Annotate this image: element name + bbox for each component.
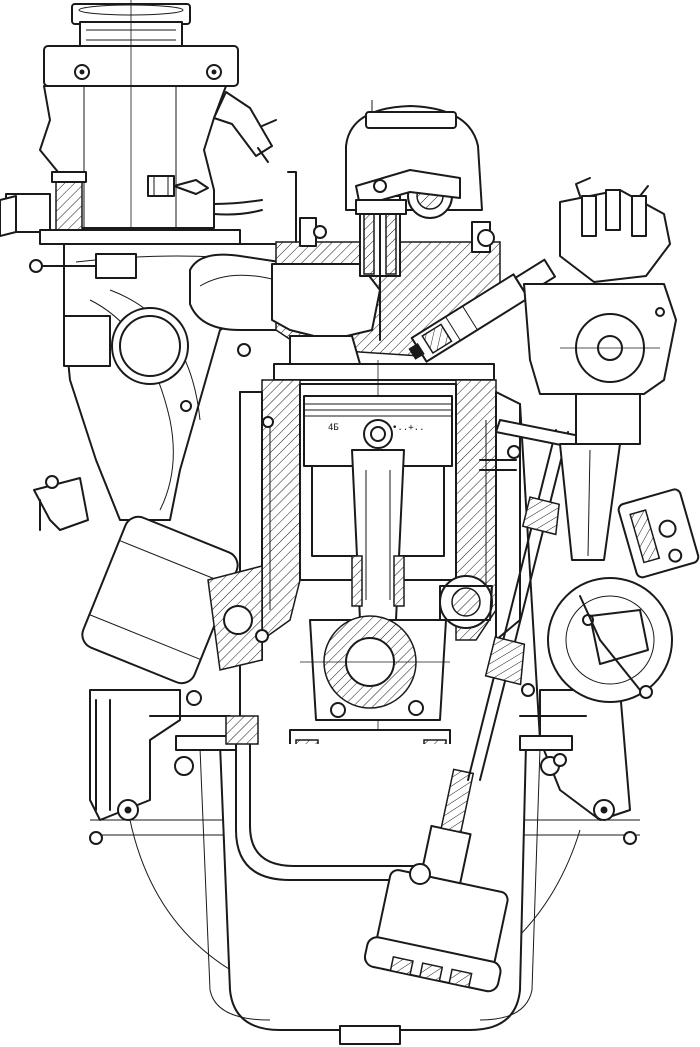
connecting-rod [351,449,405,621]
piston-mark-right: •..+.. [392,423,425,433]
intake-runner [189,253,281,331]
oil-pan [175,715,573,1045]
fuel-pump [547,577,673,703]
oil-pump-fitting [409,863,431,885]
distributor [523,177,677,561]
carburetor [0,0,277,245]
vacuum-advance-unit [617,488,700,579]
oil-filter-mount [207,565,263,671]
cylinder-head [271,100,501,381]
piston-mark-left: 4Б [328,423,339,433]
fasteners [237,343,567,767]
oil-pump [363,768,509,993]
left-engine-mount [89,689,231,821]
auxiliary-shaft [439,575,493,629]
crankshaft [300,615,450,721]
